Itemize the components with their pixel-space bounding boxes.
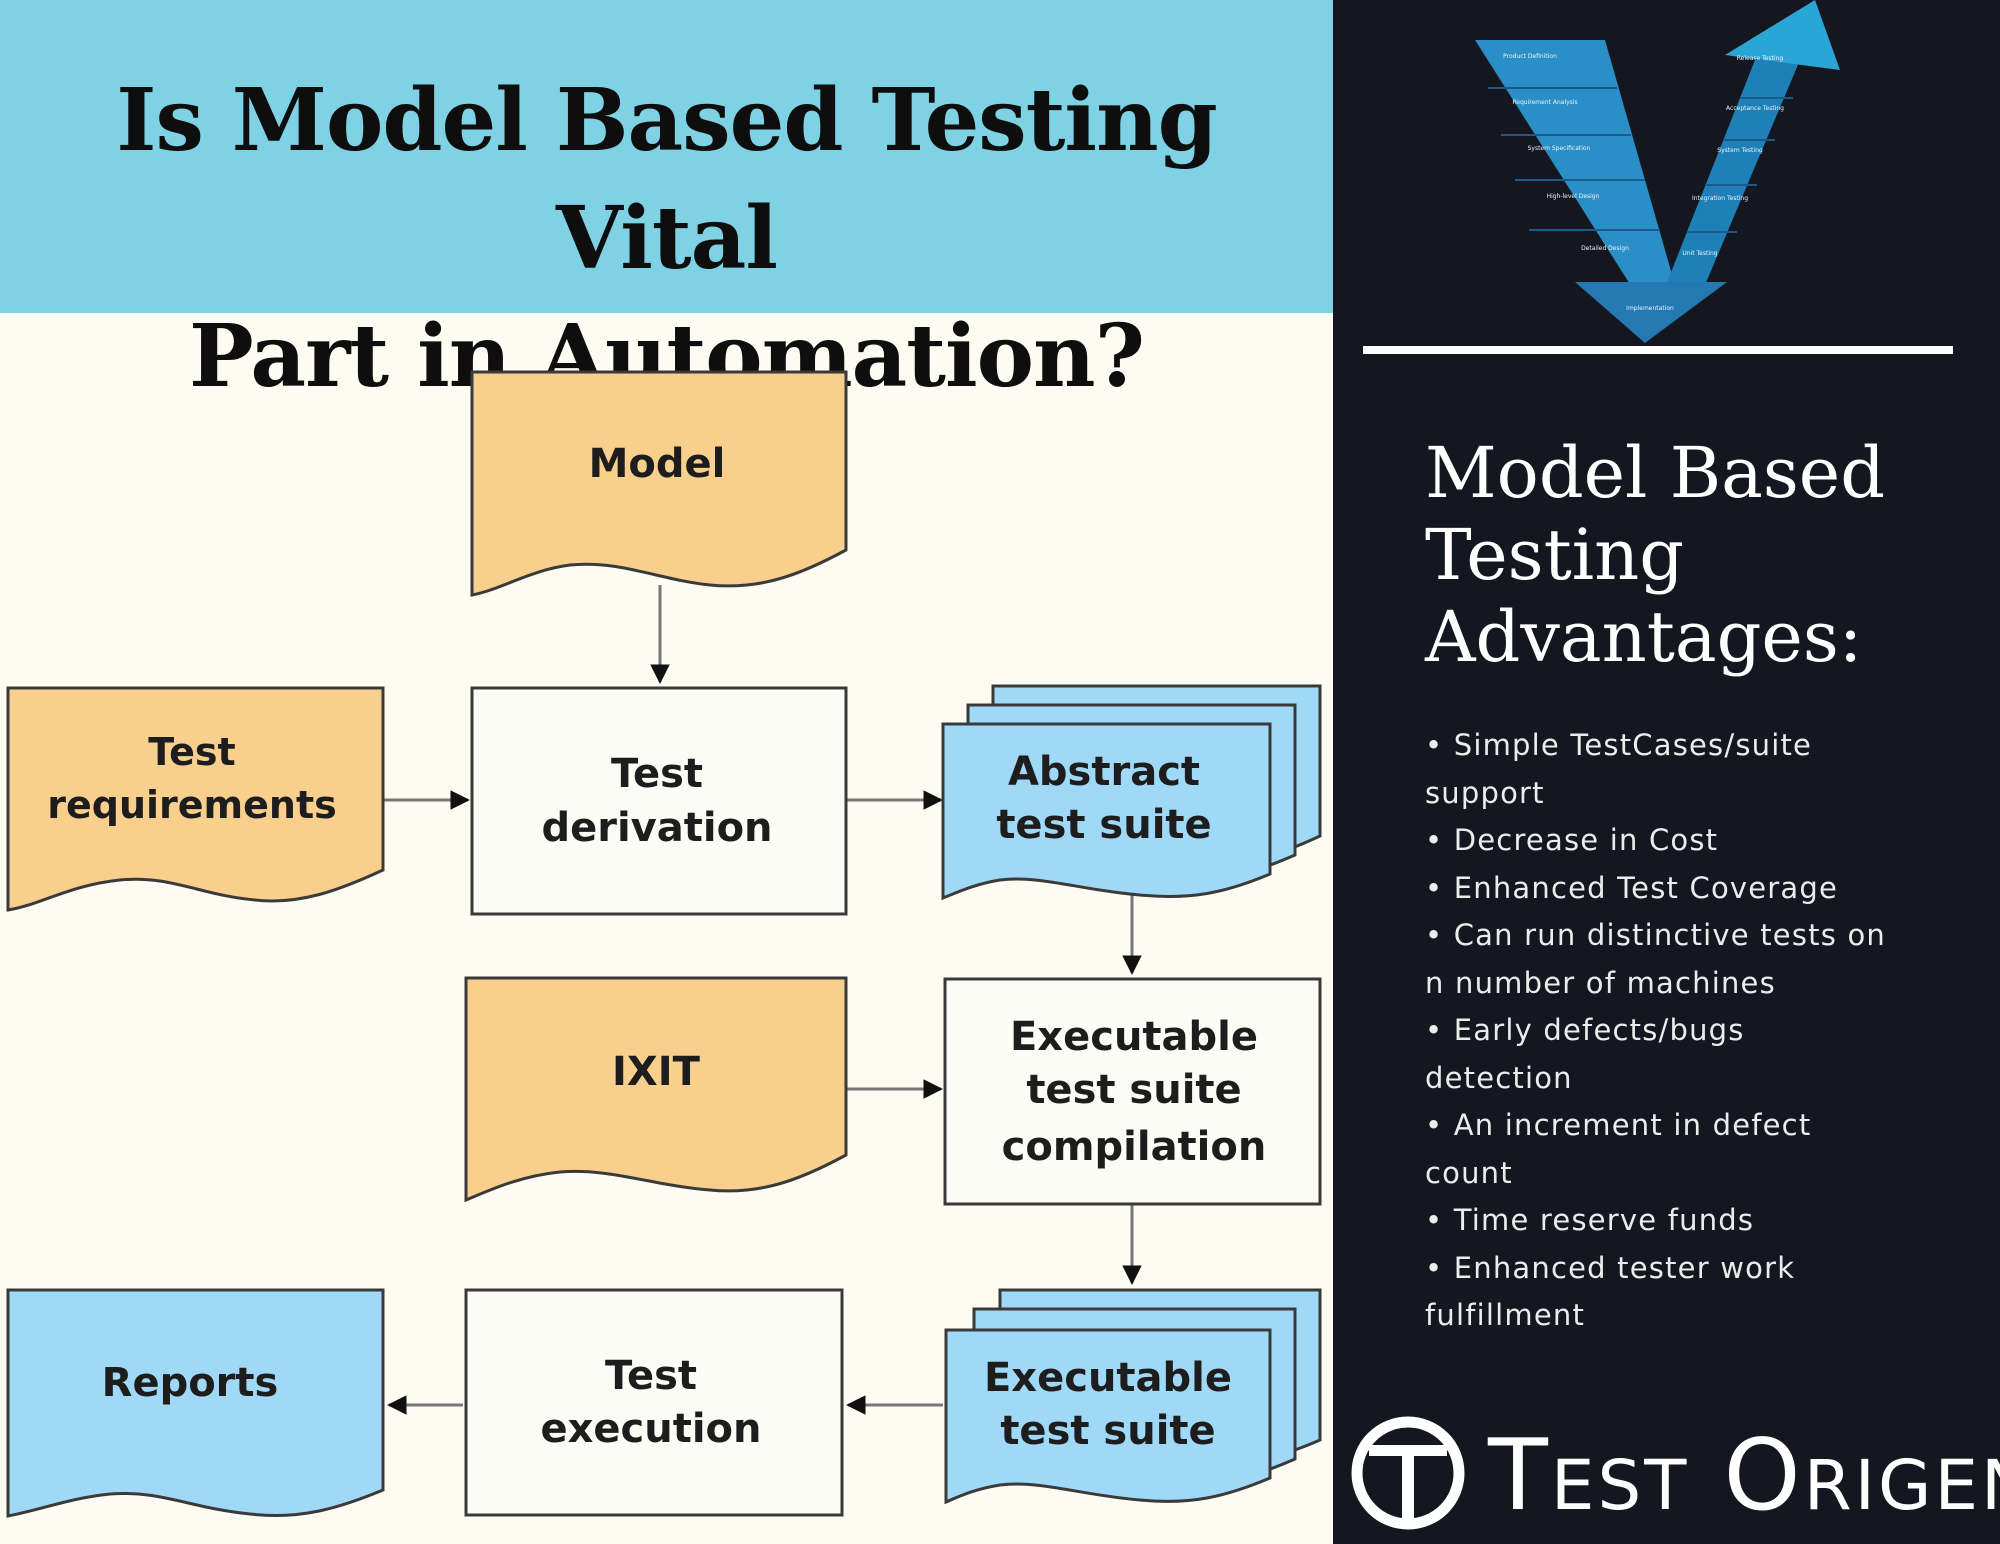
node-executable-test-suite-line-2: test suite xyxy=(1000,1408,1215,1454)
advantages-list: • Simple TestCases/suite support • Decre… xyxy=(1425,722,1945,1340)
v-model-right-step-4: Integration Testing xyxy=(1692,195,1748,202)
node-abstract-test-suite-line-1: Abstract xyxy=(1008,749,1200,795)
node-executable-test-suite: Executable test suite xyxy=(944,1288,1322,1505)
node-test-execution-line-2: execution xyxy=(540,1406,761,1452)
title-banner xyxy=(0,0,1333,313)
node-compilation-line-3: compilation xyxy=(1002,1124,1267,1170)
mbt-flow-diagram: Model Test requirements Test derivation … xyxy=(6,370,1322,1518)
advantages-heading-line-3: Advantages: xyxy=(1425,596,1863,678)
node-model: Model xyxy=(470,370,848,597)
advantage-item: • Early defects/bugs xyxy=(1425,1013,1745,1047)
v-model-left-step-4: High-level Design xyxy=(1547,193,1600,200)
v-model-left-arm xyxy=(1475,40,1675,300)
node-test-execution: Test execution xyxy=(464,1288,844,1517)
v-model-right-step-5: Unit Testing xyxy=(1682,250,1717,257)
node-ixit: IXIT xyxy=(464,976,848,1203)
node-compilation-line-2: test suite xyxy=(1026,1067,1241,1113)
node-test-derivation-line-1: Test xyxy=(611,751,703,797)
advantage-item: • Enhanced tester work xyxy=(1425,1250,1796,1285)
advantage-item: • Can run distinctive tests on xyxy=(1425,918,1886,952)
v-model-bottom-arrow xyxy=(1575,282,1727,343)
advantages-heading-line-1: Model Based xyxy=(1425,432,1886,514)
advantage-item: n number of machines xyxy=(1425,965,1776,1000)
node-test-derivation-line-2: derivation xyxy=(541,805,772,851)
node-abstract-test-suite: Abstract test suite xyxy=(941,684,1322,901)
v-model-graphic: Product Definition Requirement Analysis … xyxy=(1475,0,1840,343)
advantage-item: • Simple TestCases/suite xyxy=(1425,728,1813,762)
brand-name: Test Origen xyxy=(1488,1419,2000,1533)
node-model-label: Model xyxy=(589,441,726,487)
advantages-heading-line-2: Testing xyxy=(1425,514,1685,596)
advantage-item: support xyxy=(1425,775,1545,810)
v-model-left-step-3: System Specification xyxy=(1528,145,1591,152)
node-test-requirements-line-1: Test xyxy=(148,730,235,774)
advantage-item: • Decrease in Cost xyxy=(1425,823,1719,857)
node-test-execution-line-1: Test xyxy=(605,1353,697,1399)
v-model-left-step-5: Detailed Design xyxy=(1581,245,1629,252)
brand-logo: Test Origen xyxy=(1343,1408,2000,1538)
v-model-left-step-1: Product Definition xyxy=(1503,53,1557,60)
advantage-item: detection xyxy=(1425,1060,1573,1095)
node-test-requirements: Test requirements xyxy=(6,686,385,912)
advantage-item: • An increment in defect xyxy=(1425,1108,1812,1142)
v-model-right-arm xyxy=(1660,60,1800,300)
advantage-item: • Enhanced Test Coverage xyxy=(1425,870,1839,905)
node-ixit-label: IXIT xyxy=(612,1049,701,1095)
v-model-bottom-step: Implementation xyxy=(1626,305,1674,312)
panel-divider xyxy=(1363,346,1953,354)
v-model-arrow-head xyxy=(1725,0,1840,70)
node-reports: Reports xyxy=(6,1288,385,1518)
page-title: Is Model Based Testing Vital Part in Aut… xyxy=(0,62,1333,416)
advantages-heading: Model Based Testing Advantages: xyxy=(1425,432,1885,678)
t-circle-logo-icon xyxy=(1351,1416,1465,1530)
node-test-derivation: Test derivation xyxy=(470,686,848,916)
v-model-left-step-2: Requirement Analysis xyxy=(1512,99,1577,106)
advantage-item: • Time reserve funds xyxy=(1425,1203,1755,1237)
v-model-right-step-1: Release Testing xyxy=(1737,55,1784,62)
node-test-requirements-line-2: requirements xyxy=(47,783,337,827)
node-abstract-test-suite-line-2: test suite xyxy=(996,802,1211,848)
node-executable-test-suite-line-1: Executable xyxy=(984,1355,1232,1401)
v-model-right-step-3: System Testing xyxy=(1717,147,1763,154)
advantage-item: fulfillment xyxy=(1425,1298,1586,1332)
v-model-right-step-2: Acceptance Testing xyxy=(1726,105,1784,112)
node-reports-label: Reports xyxy=(102,1360,279,1406)
node-compilation: Executable test suite compilation xyxy=(943,977,1322,1206)
node-compilation-line-1: Executable xyxy=(1010,1014,1258,1060)
advantage-item: count xyxy=(1425,1155,1513,1190)
page-title-line-1: Is Model Based Testing Vital xyxy=(116,70,1218,289)
